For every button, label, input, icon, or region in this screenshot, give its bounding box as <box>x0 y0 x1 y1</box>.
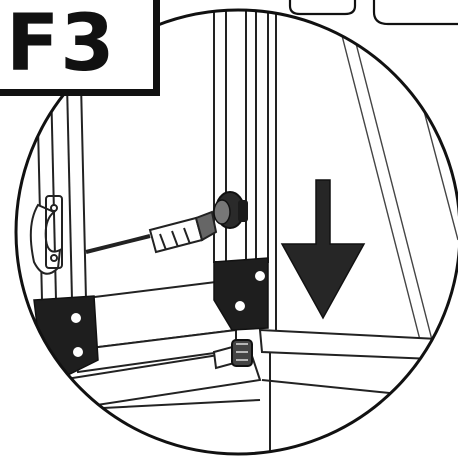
bottom-rails <box>58 278 458 454</box>
detail-circle-outline <box>14 8 458 456</box>
screw-icon <box>213 191 248 229</box>
step-label: F3 <box>6 0 116 89</box>
bolt-icon <box>212 339 253 370</box>
adjacent-panel-frames <box>288 0 458 26</box>
step-badge: F3 <box>0 0 160 96</box>
screwdriver-icon <box>85 210 218 254</box>
down-arrow-icon <box>280 179 366 320</box>
hook-bracket <box>29 195 63 275</box>
bracket-holes <box>71 271 265 357</box>
